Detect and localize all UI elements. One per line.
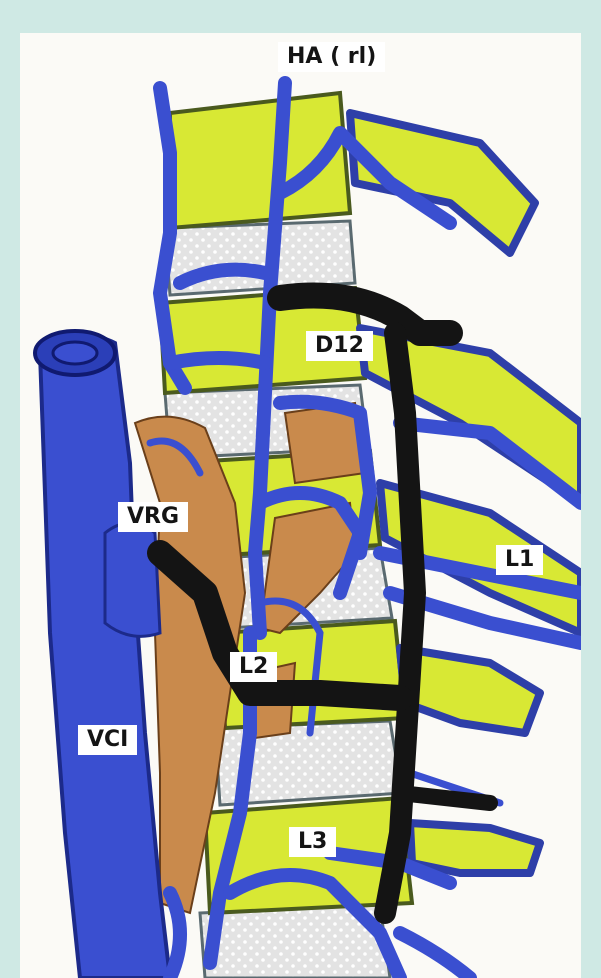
label-vci: VCI	[78, 725, 137, 755]
process-l3	[410, 823, 540, 873]
rib-upper	[350, 113, 535, 253]
label-d12: D12	[306, 331, 373, 361]
label-ha-rl: HA ( rl)	[278, 42, 385, 72]
diagram-canvas: HA ( rl) D12 VRG L1 L2 VCI L3	[20, 33, 581, 978]
label-l2: L2	[230, 652, 277, 682]
label-l1: L1	[496, 545, 543, 575]
label-l3: L3	[289, 827, 336, 857]
label-vrg: VRG	[118, 502, 188, 532]
